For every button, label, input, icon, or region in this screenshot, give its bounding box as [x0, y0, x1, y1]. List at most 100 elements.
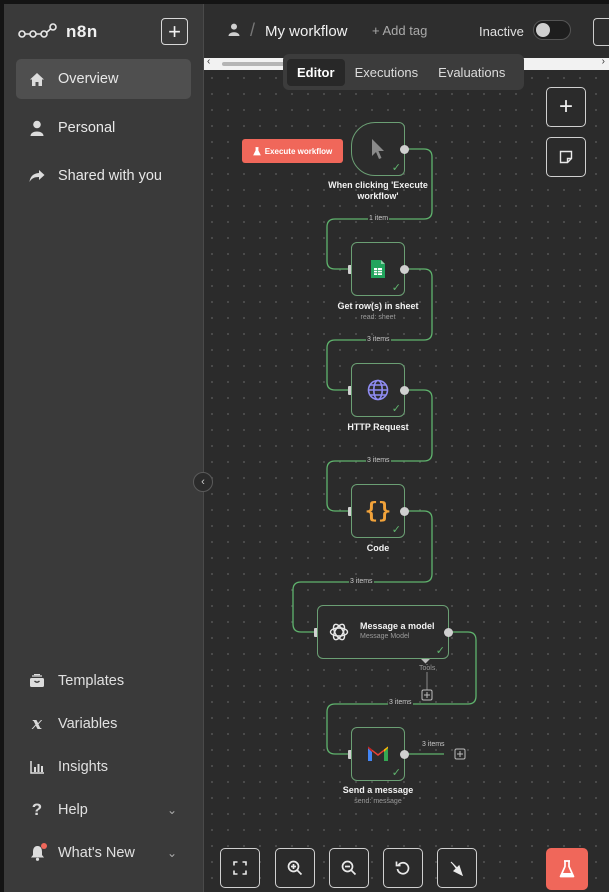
code-braces-icon: {}	[364, 498, 392, 524]
zoom-in-icon	[287, 860, 303, 876]
sidebar-item-label: Insights	[58, 759, 108, 775]
scroll-left-icon[interactable]: ‹	[207, 56, 211, 67]
sidebar-item-label: Help	[58, 802, 88, 818]
tools-label: Tools	[418, 665, 437, 672]
view-tabs: Editor Executions Evaluations	[283, 54, 524, 90]
success-check-icon: ✓	[391, 162, 401, 174]
input-port[interactable]	[348, 750, 353, 759]
sidebar-item-variables[interactable]: x Variables	[16, 706, 191, 742]
add-node-button[interactable]: +	[546, 87, 586, 127]
connection-label: 3 items	[349, 578, 374, 585]
zoom-out-button[interactable]	[329, 848, 369, 888]
workflow-title[interactable]: My workflow	[265, 23, 348, 40]
bell-icon	[28, 843, 47, 862]
connection-label: 3 items	[366, 457, 391, 464]
scroll-right-icon[interactable]: ›	[601, 56, 605, 67]
execute-workflow-button[interactable]: Execute workflow	[242, 139, 343, 163]
node-google-sheets[interactable]: ✓	[351, 242, 405, 296]
scrollbar-thumb[interactable]	[222, 62, 292, 66]
success-check-icon: ✓	[391, 403, 401, 415]
add-tag-button[interactable]: + Add tag	[372, 23, 428, 38]
sidebar-item-label: Personal	[58, 120, 116, 136]
connection-label: 3 items	[421, 741, 446, 748]
connection-label: 3 items	[388, 699, 413, 706]
success-check-icon: ✓	[391, 282, 401, 294]
share-button[interactable]	[593, 18, 609, 46]
user-icon	[28, 119, 46, 137]
header: / My workflow + Add tag Inactive	[204, 4, 609, 59]
node-code[interactable]: {} ✓	[351, 484, 405, 538]
node-manual-trigger[interactable]: ✓	[351, 122, 405, 176]
input-port[interactable]	[348, 265, 353, 274]
zoom-out-icon	[341, 860, 357, 876]
sidebar-item-label: Variables	[58, 716, 118, 732]
tab-evaluations[interactable]: Evaluations	[438, 64, 506, 80]
breadcrumb-separator: /	[250, 20, 256, 40]
node-message-a-model[interactable]: Message a model Message Model ✓	[317, 605, 449, 659]
variables-icon: x	[31, 714, 43, 734]
sidebar-item-overview[interactable]: Overview	[16, 59, 191, 99]
node-title: HTTP Request	[347, 422, 409, 432]
output-port[interactable]	[400, 145, 409, 154]
app-window: n8n + Overview Personal Shared with you	[4, 4, 609, 892]
create-button[interactable]: +	[161, 18, 188, 45]
plus-icon: +	[558, 93, 573, 120]
reset-zoom-button[interactable]	[383, 848, 423, 888]
home-icon	[28, 70, 46, 88]
chevron-down-icon: ⌄	[166, 846, 177, 860]
input-port[interactable]	[348, 507, 353, 516]
flask-icon	[559, 860, 575, 878]
flask-icon	[252, 146, 261, 155]
sidebar-item-help[interactable]: ? Help ⌄	[16, 792, 191, 828]
output-port[interactable]	[444, 628, 453, 637]
collapse-sidebar-button[interactable]: ‹	[193, 472, 213, 492]
owner-icon	[228, 23, 240, 41]
output-port[interactable]	[400, 750, 409, 759]
fit-view-button[interactable]	[220, 848, 260, 888]
share-icon	[28, 167, 46, 185]
sticky-note-icon	[559, 150, 573, 164]
success-check-icon: ✓	[391, 524, 401, 536]
connection-label: 1 item	[368, 215, 390, 222]
google-sheets-icon	[371, 260, 385, 278]
sidebar-item-label: Templates	[58, 673, 125, 689]
output-port[interactable]	[400, 507, 409, 516]
node-subtitle: send: message	[354, 798, 402, 805]
sidebar-item-templates[interactable]: Templates	[16, 663, 191, 699]
node-title: Send a message	[342, 785, 414, 795]
test-workflow-button[interactable]	[546, 848, 588, 890]
gmail-icon	[368, 746, 388, 761]
sidebar-item-personal[interactable]: Personal	[16, 108, 191, 148]
node-subtitle: Message Model	[360, 633, 410, 640]
tab-editor[interactable]: Editor	[287, 58, 345, 86]
node-title: Message a model	[360, 621, 435, 631]
undo-icon	[395, 861, 410, 875]
execute-workflow-label: Execute workflow	[264, 146, 333, 156]
node-gmail[interactable]: ✓	[351, 727, 405, 781]
zoom-in-button[interactable]	[275, 848, 315, 888]
templates-icon	[28, 672, 46, 690]
sidebar-item-whats-new[interactable]: What's New ⌄	[16, 835, 191, 871]
input-port[interactable]	[348, 386, 353, 395]
openai-icon	[329, 623, 349, 641]
output-port[interactable]	[400, 386, 409, 395]
input-port[interactable]	[314, 628, 319, 637]
chevron-left-icon: ‹	[201, 476, 205, 488]
output-port[interactable]	[400, 265, 409, 274]
success-check-icon: ✓	[391, 767, 401, 779]
tidy-up-button[interactable]	[437, 848, 477, 888]
sidebar-item-insights[interactable]: Insights	[16, 749, 191, 785]
sidebar-item-shared[interactable]: Shared with you	[16, 156, 191, 196]
success-check-icon: ✓	[435, 645, 445, 657]
node-http-request[interactable]: ✓	[351, 363, 405, 417]
sidebar-item-label: Overview	[58, 71, 119, 87]
connection-label: 3 items	[366, 336, 391, 343]
logo[interactable]: n8n	[18, 22, 98, 42]
active-toggle[interactable]	[533, 20, 571, 40]
node-title: Get row(s) in sheet	[337, 301, 419, 311]
add-sticky-note-button[interactable]	[546, 137, 586, 177]
node-text: Message a model Message Model	[360, 621, 435, 640]
tab-executions[interactable]: Executions	[354, 64, 419, 80]
cursor-icon	[372, 139, 384, 159]
sidebar: n8n + Overview Personal Shared with you	[4, 4, 204, 892]
